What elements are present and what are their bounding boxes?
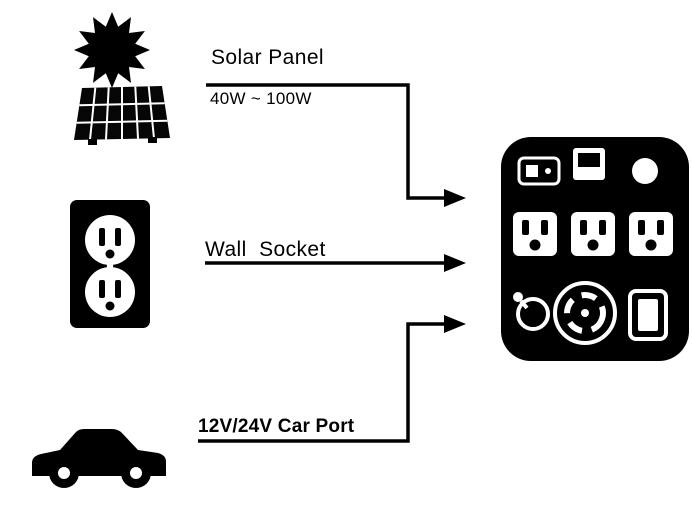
wall-socket-icon (70, 200, 150, 328)
ac-outlet-icon (629, 212, 673, 256)
wall-socket-label: Wall Socket (205, 238, 326, 261)
top-port-icon (573, 148, 605, 180)
car-icon (32, 429, 166, 488)
car-arrow (198, 315, 466, 443)
solar-panel-icon (74, 86, 170, 145)
car-port-label: 12V/24V Car Port (198, 416, 355, 437)
power-station-illustration (501, 137, 689, 361)
power-switch-icon (517, 156, 561, 186)
solar-wattage-label: 40W ~ 100W (210, 89, 312, 108)
fan-vent-icon (553, 281, 617, 345)
dc-port-icon (628, 289, 668, 341)
ac-outlet-icon (571, 212, 615, 256)
sun-icon (74, 12, 150, 88)
car-socket-icon (513, 292, 550, 331)
wall-arrow (205, 254, 466, 272)
solar-arrow (206, 83, 466, 207)
ac-outlet-icon (513, 212, 557, 256)
round-port-icon (632, 158, 658, 184)
solar-panel-label: Solar Panel (211, 46, 324, 69)
